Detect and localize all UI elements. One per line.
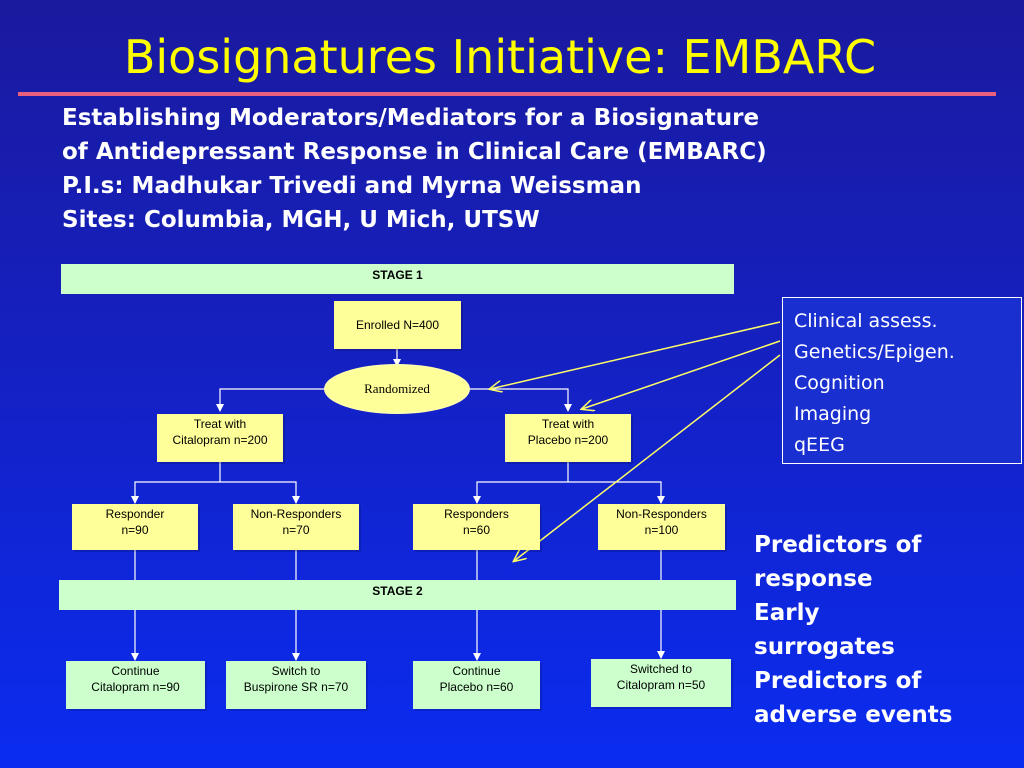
assessment-item: Genetics/Epigen. — [794, 341, 955, 363]
subtitle-line: of Antidepressant Response in Clinical C… — [62, 139, 767, 165]
subtitle-line: Sites: Columbia, MGH, U Mich, UTSW — [62, 207, 540, 233]
predictor-line: surrogates — [754, 634, 895, 660]
placebo-nonresponders-box: Non-Responders n=100 — [598, 504, 725, 550]
citalopram-nonresponders-box: Non-Responders n=70 — [233, 504, 359, 550]
connector-to-placebo — [468, 388, 572, 412]
slide-title: Biosignatures Initiative: EMBARC — [123, 30, 877, 84]
switch-buspirone-box: Switch to Buspirone SR n=70 — [226, 661, 366, 709]
predictor-line: Early — [754, 600, 820, 626]
title-divider — [18, 92, 996, 96]
box-line: Citalopram n=50 — [616, 678, 706, 692]
connector-to-citalopram — [216, 388, 326, 412]
box-line: n=90 — [121, 523, 149, 537]
subtitle-line: Establishing Moderators/Mediators for a … — [62, 105, 760, 131]
assessment-arrow-stage2 — [514, 354, 781, 561]
randomized-node: Randomized — [326, 366, 468, 412]
continue-citalopram-box: Continue Citalopram n=90 — [66, 661, 205, 709]
subtitle-block: Establishing Moderators/Mediators for a … — [62, 101, 982, 237]
box-line: Non-Responders — [250, 507, 342, 521]
box-line: n=60 — [462, 523, 491, 537]
box-line: Citalopram n=200 — [172, 433, 268, 447]
connector-citalopram-branch — [134, 481, 297, 503]
enrolled-box: Enrolled N=400 — [334, 301, 461, 349]
assessment-list-box: Clinical assess. Genetics/Epigen. Cognit… — [782, 297, 1022, 464]
continue-placebo-box: Continue Placebo n=60 — [413, 661, 540, 709]
predictor-line: Predictors of — [754, 532, 922, 558]
box-line: Switched to — [629, 662, 693, 676]
placebo-responders-box: Responders n=60 — [413, 504, 540, 550]
citalopram-responder-box: Responder n=90 — [72, 504, 198, 550]
box-line: Placebo n=200 — [527, 433, 609, 447]
box-line: Responder — [105, 507, 165, 521]
assessment-item: Imaging — [794, 403, 872, 425]
switched-citalopram-box: Switched to Citalopram n=50 — [591, 659, 731, 707]
box-line: n=100 — [644, 523, 679, 537]
box-line: Continue — [111, 664, 160, 678]
enrolled-label: Enrolled N=400 — [355, 318, 440, 332]
box-line: Treat with — [193, 417, 247, 431]
predictors-text: Predictors of response Early surrogates … — [754, 528, 952, 732]
treat-citalopram-box: Treat with Citalopram n=200 — [157, 414, 283, 462]
stage-2-banner: STAGE 2 — [59, 580, 736, 610]
treat-placebo-box: Treat with Placebo n=200 — [505, 414, 631, 462]
connector-placebo-branch — [476, 481, 662, 503]
assessment-arrow-randomized — [490, 321, 781, 389]
assessment-item: Cognition — [794, 372, 885, 394]
box-line: Placebo n=60 — [439, 680, 514, 694]
predictor-line: Predictors of — [754, 668, 922, 694]
box-line: Buspirone SR n=70 — [243, 680, 349, 694]
stage-1-banner: STAGE 1 — [61, 264, 734, 294]
box-line: Continue — [452, 664, 501, 678]
box-line: Treat with — [541, 417, 595, 431]
predictor-line: adverse events — [754, 702, 953, 728]
assessment-arrow-placebo — [582, 340, 781, 409]
box-line: Non-Responders — [616, 507, 707, 521]
assessment-item: qEEG — [794, 434, 845, 456]
box-line: Responders — [444, 507, 509, 521]
subtitle-line: P.I.s: Madhukar Trivedi and Myrna Weissm… — [62, 173, 642, 199]
box-line: Citalopram n=90 — [91, 680, 180, 694]
box-line: Switch to — [271, 664, 321, 678]
predictor-line: response — [754, 566, 873, 592]
box-line: n=70 — [282, 523, 310, 537]
assessment-item: Clinical assess. — [794, 310, 938, 332]
